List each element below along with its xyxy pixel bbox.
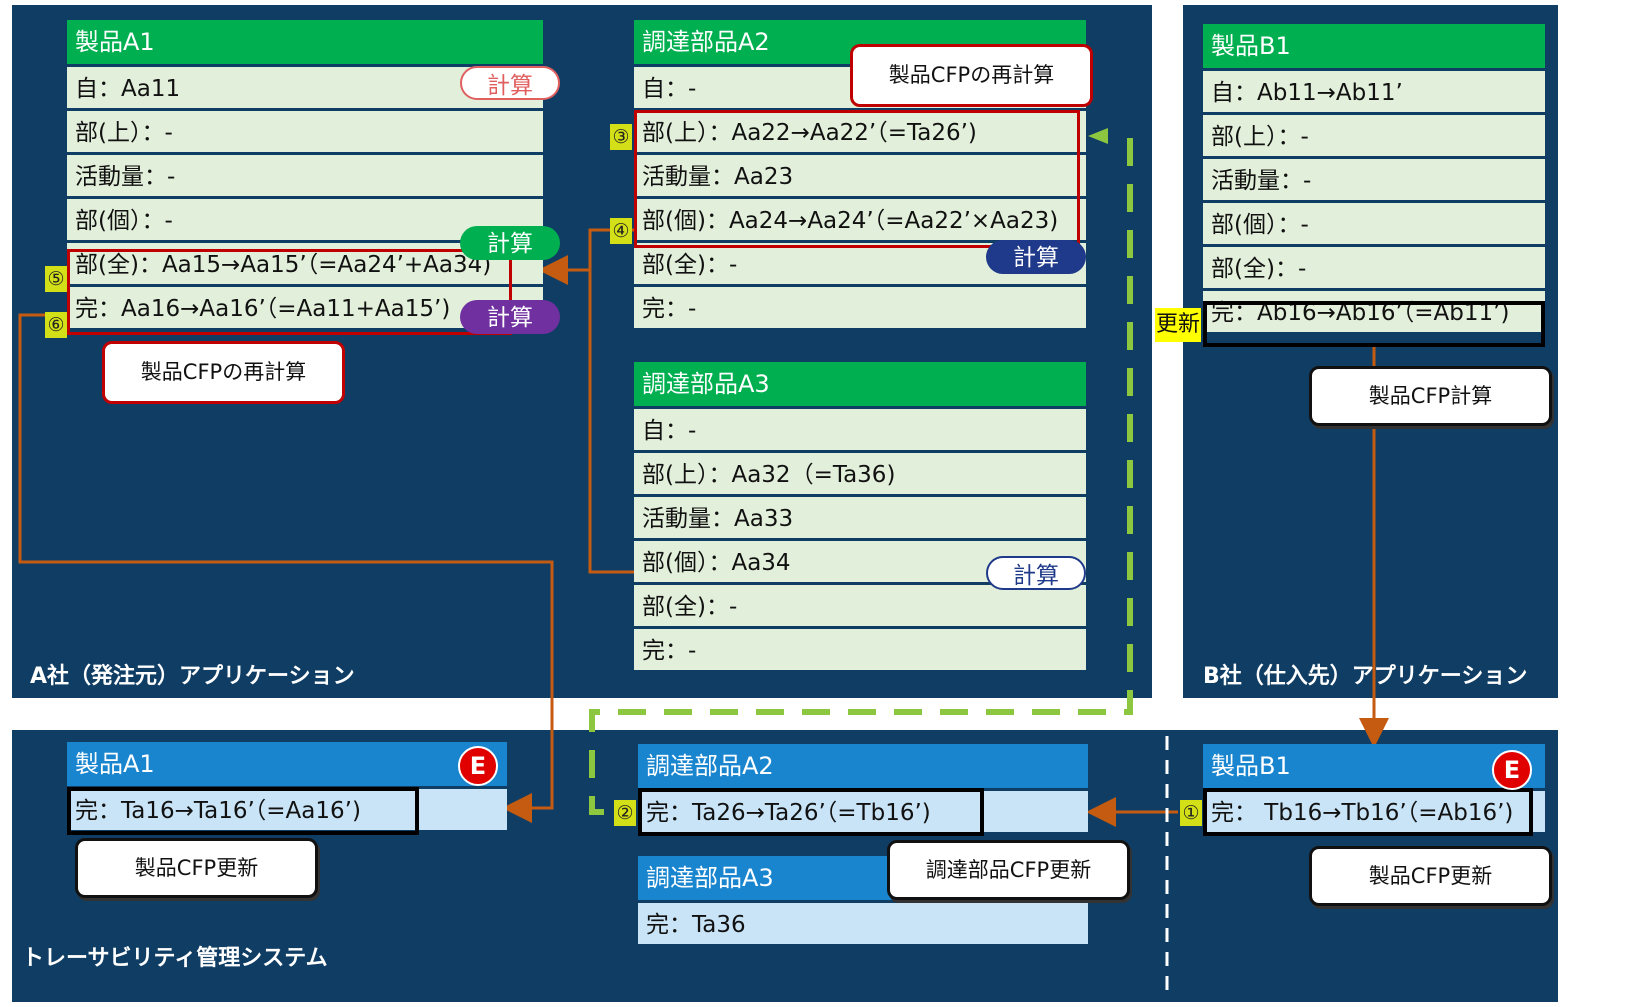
event-icon: E — [1492, 750, 1532, 790]
calc-badge-a1-part-total[interactable]: 計算 — [460, 226, 560, 260]
row-upstream: 部(上）：Aa32（=Ta36) — [634, 450, 1086, 494]
step-2-marker: ② — [614, 800, 636, 826]
row-upstream: 部(上）：- — [67, 108, 543, 152]
card-title: 調達部品A3 — [634, 362, 1086, 406]
step-1-marker: ① — [1180, 800, 1202, 826]
row-part-total: 部(全)：- — [1203, 244, 1545, 288]
update-callout-b1: 製品CFP更新 — [1309, 846, 1552, 906]
company-b-label: B社（仕入先）アプリケーション — [1203, 664, 1528, 689]
b1-highlight — [1203, 301, 1545, 347]
update-callout-a2: 調達部品CFP更新 — [887, 840, 1130, 900]
dashed-feedback-path — [589, 138, 1133, 815]
row-complete: 完：Ta16→Ta16’（=Aa16’) — [67, 786, 507, 830]
calc-badge-a2-part-unit[interactable]: 計算 — [986, 240, 1086, 274]
update-callout-a1: 製品CFP更新 — [75, 838, 318, 898]
card-title: 製品A1 — [67, 742, 507, 786]
product-b1-card: 製品B1 自：Ab11→Ab11’ 部(上）：- 活動量：- 部(個）：- 部(… — [1203, 24, 1545, 332]
card-title: 調達部品A2 — [638, 744, 1088, 788]
card-title: 製品B1 — [1203, 24, 1545, 68]
step-4-marker: ④ — [610, 218, 632, 244]
row-activity: 活動量：Aa33 — [634, 494, 1086, 538]
arrow-a2a3-to-a1 — [544, 228, 636, 574]
step-6-marker: ⑥ — [45, 312, 67, 338]
row-activity: 活動量：- — [67, 152, 543, 196]
dashed-arrowhead — [1088, 128, 1108, 144]
company-a-label: A社（発注元）アプリケーション — [30, 664, 355, 689]
row-complete: 完：- — [634, 284, 1086, 328]
trace-part-a2-card: 調達部品A2 完：Ta26→Ta26’（=Tb16’) — [638, 744, 1088, 832]
update-tag: 更新 — [1155, 308, 1202, 342]
calc-badge-a3-part-unit[interactable]: 計算 — [986, 556, 1086, 590]
recalc-callout-a2: 製品CFPの再計算 — [850, 44, 1093, 107]
row-upstream: 部(上）：- — [1203, 112, 1545, 156]
card-title: 製品B1 — [1203, 744, 1545, 788]
calc-badge-a1-self[interactable]: 計算 — [460, 66, 560, 100]
row-activity: 活動量：Aa23 — [634, 152, 1086, 196]
row-upstream: 部(上）：Aa22→Aa22’（=Ta26’) — [634, 108, 1086, 152]
row-complete: 完： Tb16→Tb16’（=Ab16’) — [1203, 788, 1545, 832]
recalc-callout-a1: 製品CFPの再計算 — [102, 341, 345, 404]
step-3-marker: ③ — [610, 124, 632, 150]
row-complete: 完：- — [634, 626, 1086, 670]
trace-a1-highlight — [67, 787, 419, 835]
event-icon: E — [458, 746, 498, 786]
product-a1-card: 製品A1 自：Aa11 部(上）：- 活動量：- 部(個）：- 部(全)：Aa1… — [67, 20, 543, 328]
row-activity: 活動量：- — [1203, 156, 1545, 200]
traceability-label: トレーサビリティ管理システム — [22, 946, 328, 971]
row-part-unit: 部(個)：Aa24→Aa24’（=Aa22’×Aa23) — [634, 196, 1086, 240]
trace-product-b1-card: 製品B1 完： Tb16→Tb16’（=Ab16’) — [1203, 744, 1545, 832]
calc-badge-a1-complete[interactable]: 計算 — [460, 300, 560, 334]
trace-product-a1-card: 製品A1 完：Ta16→Ta16’（=Aa16’) — [67, 742, 507, 830]
row-complete: 完：Ta36 — [638, 900, 1088, 944]
trace-a2-highlight — [638, 788, 984, 836]
part-a3-card: 調達部品A3 自：- 部(上）：Aa32（=Ta36) 活動量：Aa33 部(個… — [634, 362, 1086, 670]
row-self: 自：Ab11→Ab11’ — [1203, 68, 1545, 112]
step-5-marker: ⑤ — [45, 266, 67, 292]
card-title: 製品A1 — [67, 20, 543, 64]
row-part-unit: 部(個）：- — [1203, 200, 1545, 244]
trace-b1-highlight — [1203, 788, 1533, 836]
calc-callout-b1: 製品CFP計算 — [1309, 366, 1552, 426]
row-self: 自：- — [634, 406, 1086, 450]
arrow-a1-to-trace-a1 — [18, 313, 554, 823]
row-complete: 完：Ta26→Ta26’（=Tb16’) — [638, 788, 1088, 832]
